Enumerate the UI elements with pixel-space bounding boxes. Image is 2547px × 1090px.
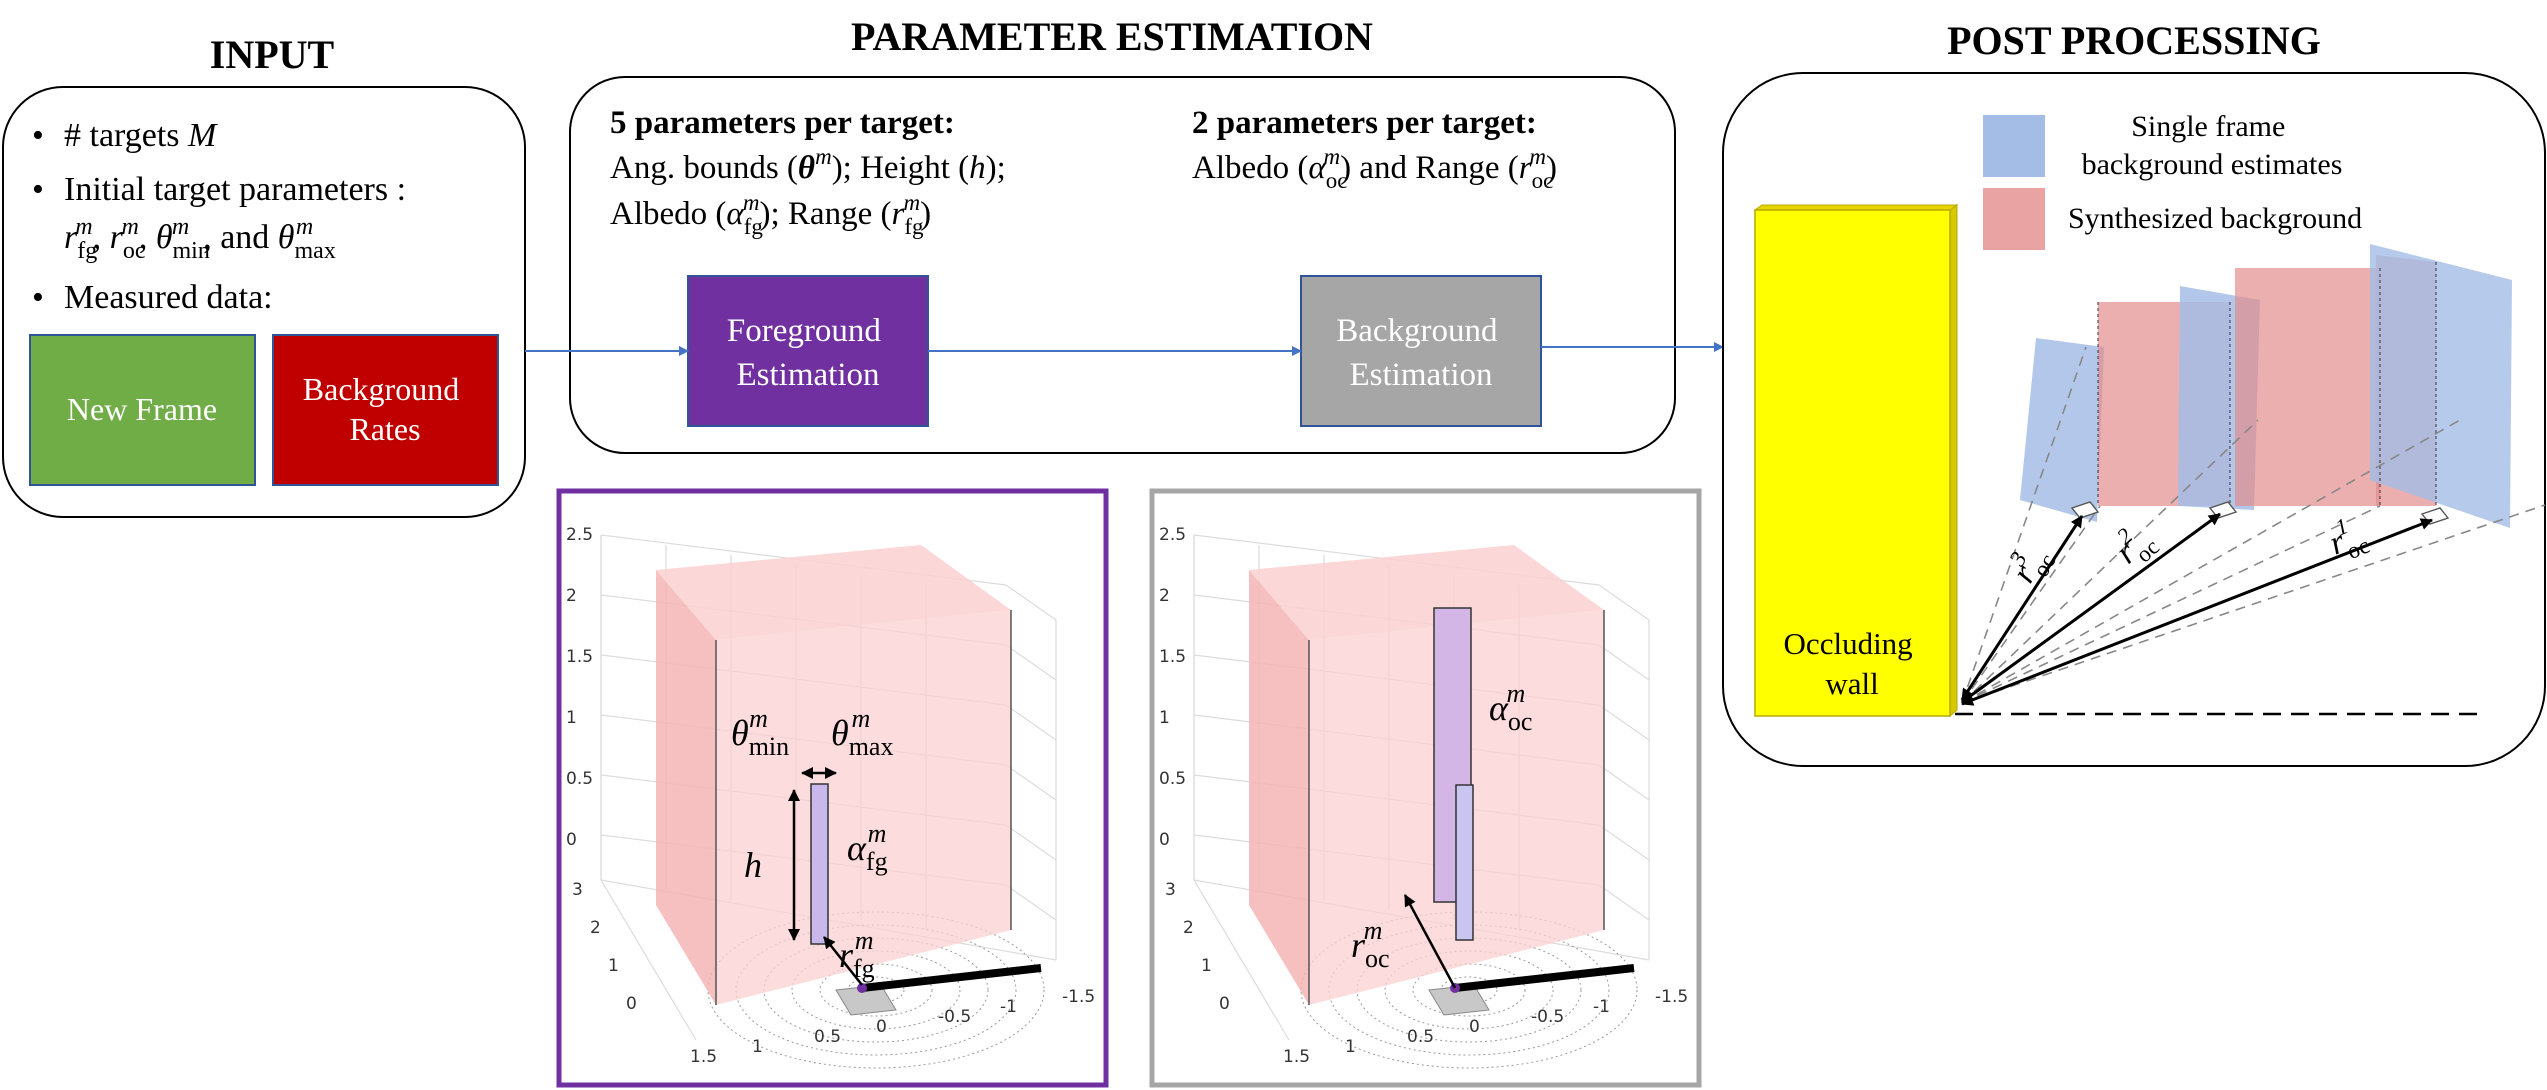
background-rates-label: Background Rates xyxy=(303,371,467,447)
y-tick-label: 2 xyxy=(590,918,601,938)
z-tick-label: 0.5 xyxy=(1159,769,1186,789)
initial-params-symbols: rfgm, rocm, θminm, and θmaxm xyxy=(64,214,336,264)
x-tick-label: -1 xyxy=(1593,997,1610,1017)
post-title: POST PROCESSING xyxy=(1947,18,2321,63)
fg-math-labels: θminm θmaxm h αfgm rfgm xyxy=(731,704,893,983)
x-tick-label: -0.5 xyxy=(1531,1007,1564,1027)
theta-min-label: θminm xyxy=(731,704,789,761)
input-title: INPUT xyxy=(210,32,335,77)
z-tick-label: 1 xyxy=(1159,708,1170,728)
r-fg-label: rfgm xyxy=(839,926,875,983)
y-tick-label: 0 xyxy=(626,994,637,1014)
synth-plane-2 xyxy=(2235,268,2380,506)
range-arrows xyxy=(1960,512,2433,706)
z-tick-label: 0 xyxy=(1159,830,1170,850)
legend-swatch-synthesized xyxy=(1983,188,2045,250)
y-tick-label: 1 xyxy=(608,956,619,976)
top-wall xyxy=(1249,545,1604,640)
x-tick-label: 0.5 xyxy=(814,1027,841,1047)
occluding-wall-label: Occluding wall xyxy=(1784,626,1921,701)
foreground-estimation-label: Foreground Estimation xyxy=(727,313,889,393)
x-tick-label: -0.5 xyxy=(938,1007,971,1027)
x-tick-label: 1.5 xyxy=(1283,1047,1310,1067)
foreground-estimation-box xyxy=(687,275,929,427)
background-planes xyxy=(2020,244,2512,528)
y-tick-label: 2 xyxy=(1183,918,1194,938)
z-tick-label: 1.5 xyxy=(566,647,593,667)
alpha-oc-label: αocm xyxy=(1489,679,1532,736)
single-frame-plane-1 xyxy=(2370,244,2512,528)
legend-label-single-frame: Single frame background estimates xyxy=(2082,110,2343,181)
x-tick-label: -1 xyxy=(1000,997,1017,1017)
fg-params-text: 5 parameters per target: Ang. bounds (θm… xyxy=(610,105,1006,239)
background-rates-box xyxy=(272,334,499,486)
top-wall xyxy=(656,545,1011,640)
legend-label-synthesized: Synthesized background xyxy=(2068,202,2362,235)
z-tick-label: 0 xyxy=(566,830,577,850)
side-wall xyxy=(656,570,716,1005)
y-tick-label: 0 xyxy=(1219,994,1230,1014)
occluder-bar xyxy=(1454,964,1635,992)
svg-text:•: • xyxy=(32,117,44,154)
bullet-initial-params: Initial target parameters : xyxy=(64,171,406,208)
occluder-bar xyxy=(861,964,1042,992)
x-tick-label: 1 xyxy=(752,1037,763,1057)
alpha-fg-label: αfgm xyxy=(847,819,888,876)
y-tick-label: 3 xyxy=(1165,880,1176,900)
z-tick-label: 2 xyxy=(566,586,577,606)
height-label: h xyxy=(744,845,762,885)
x-tick-label: 1.5 xyxy=(690,1047,717,1067)
bullet-measured: Measured data: xyxy=(64,279,273,316)
svg-text:Ang. bounds (θm); Height (h);: Ang. bounds (θm); Height (h); xyxy=(610,144,1006,186)
y-tick-label: 1 xyxy=(1201,956,1212,976)
occluding-wall xyxy=(1753,204,1959,718)
z-tick-label: 2.5 xyxy=(566,525,593,545)
svg-text:•: • xyxy=(32,171,44,208)
legend-swatch-single-frame xyxy=(1983,115,2045,177)
bullet-targets: # targets M xyxy=(64,117,218,154)
x-tick-label: -1.5 xyxy=(1062,987,1095,1007)
x-tick-label: 1 xyxy=(1345,1037,1356,1057)
foreground-target-bar xyxy=(810,783,829,945)
svg-text:•: • xyxy=(32,279,44,316)
background-estimation-label: Background Estimation xyxy=(1336,313,1506,393)
side-wall xyxy=(1249,570,1309,1005)
range-arrow xyxy=(823,936,863,986)
svg-text:2 parameters per target:: 2 parameters per target: xyxy=(1192,105,1537,141)
x-tick-label: 0 xyxy=(1469,1017,1480,1037)
x-tick-label: -1.5 xyxy=(1655,987,1688,1007)
input-bullets: • # targets M • Initial target parameter… xyxy=(32,117,406,316)
range-arrow xyxy=(1403,894,1457,989)
svg-text:5 parameters per target:: 5 parameters per target: xyxy=(610,105,955,141)
z-tick-label: 2 xyxy=(1159,586,1170,606)
new-frame-label: New Frame xyxy=(67,391,217,427)
y-tick-label: 3 xyxy=(572,880,583,900)
foreground-target-bar xyxy=(1455,784,1474,941)
new-frame-box xyxy=(29,334,256,486)
theta-max-label: θmaxm xyxy=(831,704,893,761)
bg-params-text: 2 parameters per target: Albedo (αocm) a… xyxy=(1192,105,1557,193)
z-tick-label: 2.5 xyxy=(1159,525,1186,545)
svg-text:Albedo (αfgm); Range (rfgm): Albedo (αfgm); Range (rfgm) xyxy=(610,190,931,239)
svg-text:Albedo (αocm) and Range (rocm): Albedo (αocm) and Range (rocm) xyxy=(1192,144,1557,193)
x-tick-label: 0 xyxy=(876,1017,887,1037)
x-tick-label: 0.5 xyxy=(1407,1027,1434,1047)
z-tick-label: 0.5 xyxy=(566,769,593,789)
observer-point xyxy=(857,983,867,993)
z-tick-label: 1 xyxy=(566,708,577,728)
param-title: PARAMETER ESTIMATION xyxy=(851,14,1373,59)
background-estimation-box xyxy=(1300,275,1542,427)
z-tick-label: 1.5 xyxy=(1159,647,1186,667)
